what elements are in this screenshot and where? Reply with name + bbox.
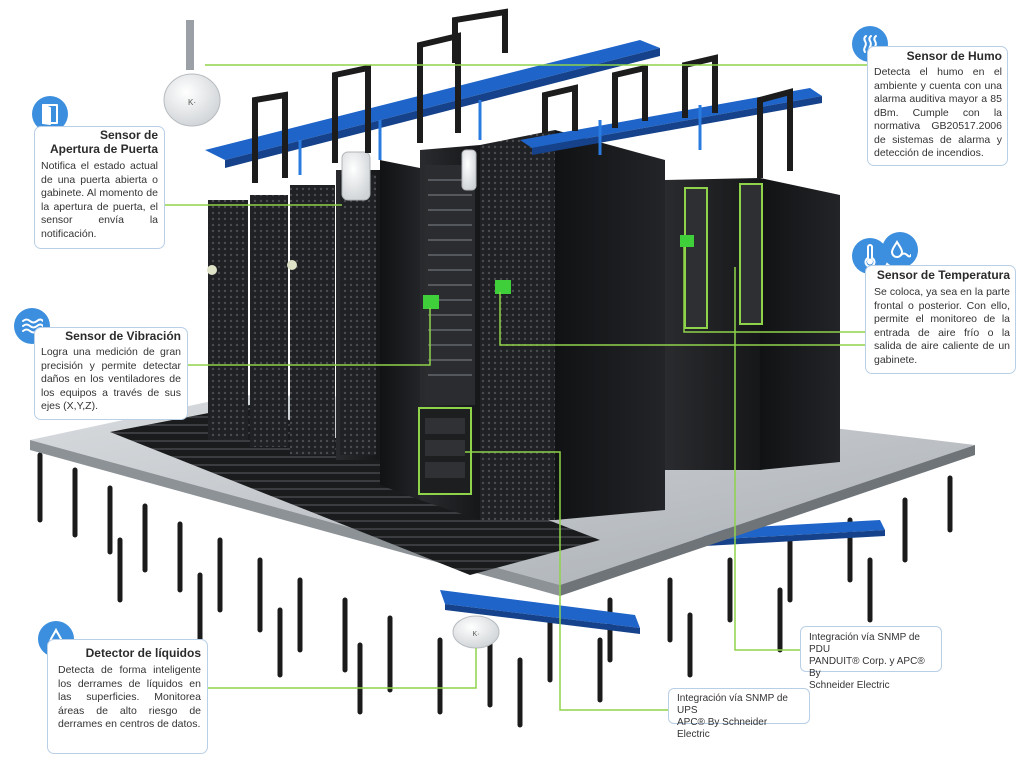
door-sensor-title-line2: Apertura de Puerta <box>49 142 158 156</box>
liquid-detector-description: Detecta de forma inteligente los derrame… <box>58 664 201 730</box>
leader-lines <box>165 64 868 711</box>
overhead-cable-trays <box>205 8 822 183</box>
vibration-sensor-callout: Sensor de Vibración Logra una medición d… <box>34 327 188 420</box>
smoke-sensor-description: Detecta el humo en el ambiente y cuenta … <box>874 66 1002 159</box>
ups-integration-box: Integración vía SNMP de UPS APC® By Schn… <box>668 688 810 740</box>
liquid-detector-callout: Detector de líquidos Detecta de forma in… <box>47 639 208 754</box>
door-sensor-title-line1: Sensor de <box>99 128 158 142</box>
vibration-sensor-title: Sensor de Vibración <box>65 329 181 343</box>
pdu-integration-line2: PANDUIT® Corp. y APC® By <box>809 656 925 679</box>
smoke-sensor-title: Sensor de Humo <box>906 49 1002 63</box>
pdu-integration-box: Integración vía SNMP de PDU PANDUIT® Cor… <box>800 626 942 691</box>
liquid-sensor-mark: K· <box>473 631 480 638</box>
underfloor-cable-trays <box>440 520 885 634</box>
pdu-integration-line1: Integración vía SNMP de PDU <box>809 632 920 655</box>
smoke-sensor-device: K· <box>163 20 221 127</box>
ups-integration-line1: Integración vía SNMP de UPS <box>677 693 788 716</box>
temperature-sensor-description: Se coloca, ya sea en la parte frontal o … <box>874 286 1010 366</box>
vibration-sensor-tags <box>423 235 694 309</box>
rack-row-right <box>665 178 840 470</box>
smoke-sensor-callout: Sensor de Humo Detecta el humo en el amb… <box>867 46 1008 166</box>
pdu-integration-line3: Schneider Electric <box>809 680 890 691</box>
door-sensor-callout: Sensor de Apertura de Puerta Notifica el… <box>34 126 165 249</box>
smoke-sensor-mark: K· <box>188 98 196 107</box>
liquid-detector-title: Detector de líquidos <box>85 646 201 660</box>
door-sensors <box>341 149 477 201</box>
liquid-sensor-device: K· <box>452 615 500 649</box>
rack-center <box>418 130 665 520</box>
ups-integration-line2: APC® By Schneider Electric <box>677 717 768 740</box>
temperature-sensor-title: Sensor de Temperatura <box>876 268 1010 282</box>
door-sensor-description: Notifica el estado actual de una puerta … <box>41 160 158 240</box>
vibration-sensor-description: Logra una medición de gran precisión y p… <box>41 346 181 412</box>
humidity-icon <box>882 232 918 268</box>
temperature-sensor-callout: Sensor de Temperatura Se coloca, ya sea … <box>865 265 1016 374</box>
rack-row-left <box>207 160 420 500</box>
